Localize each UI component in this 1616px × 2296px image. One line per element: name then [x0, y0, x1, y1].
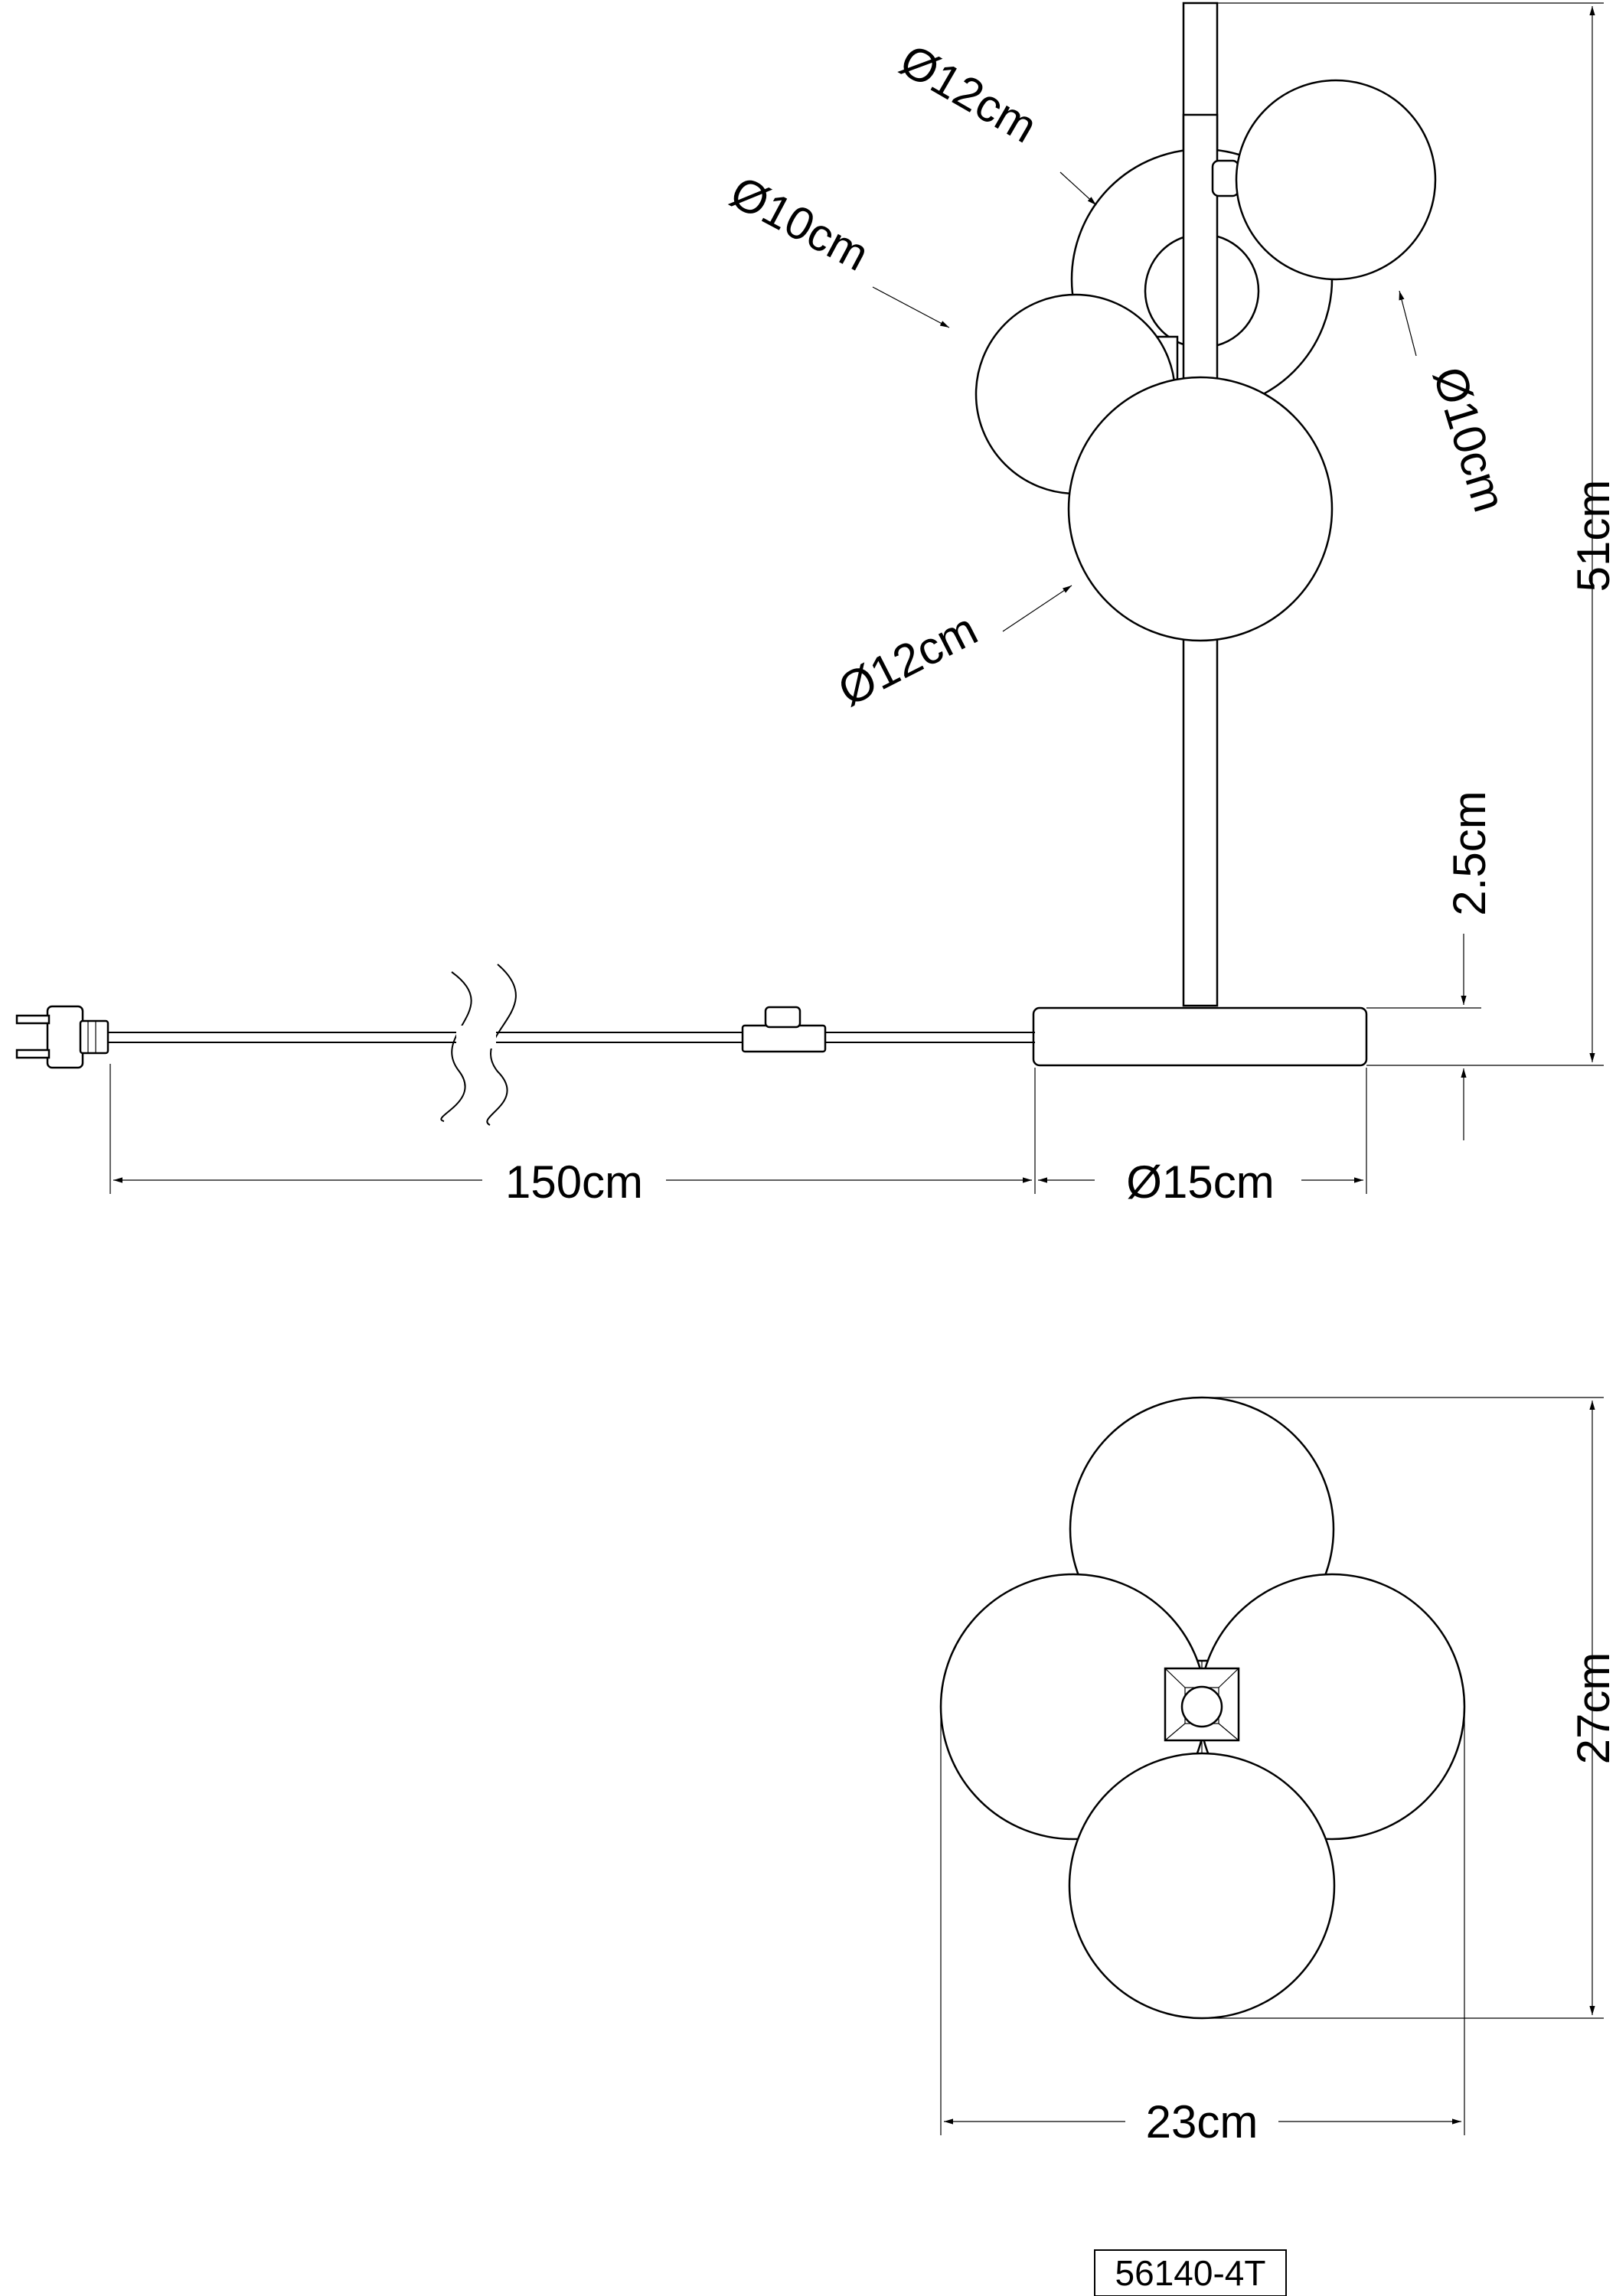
plug-strain-relief	[79, 1019, 109, 1055]
dim-height-total: 51cm	[1568, 480, 1616, 592]
cable-break-mark-2	[486, 964, 517, 1126]
power-plug	[46, 1005, 84, 1069]
product-code: 56140-4T	[1115, 2253, 1266, 2293]
dim-base-diameter: Ø15cm	[1126, 1156, 1274, 1208]
plug-pin-top	[15, 1014, 51, 1025]
dim-globe-front: Ø12cm	[830, 603, 985, 716]
top-view-pole-cap	[1180, 1685, 1223, 1728]
cable-break-mark	[440, 971, 472, 1122]
top-view: 27cm 23cm	[939, 1396, 1616, 2148]
plug-pin-bottom	[15, 1049, 51, 1059]
dim-globe-back: Ø12cm	[892, 34, 1046, 153]
leader-globe-front	[1002, 585, 1072, 632]
globe-top-right	[1235, 79, 1437, 281]
dim-base-height: 2.5cm	[1444, 791, 1495, 915]
lamp-base	[1032, 1006, 1368, 1067]
dim-top-depth: 27cm	[1568, 1652, 1616, 1765]
globe-holder-top-right	[1211, 159, 1240, 197]
cable-switch-rocker	[764, 1006, 801, 1029]
dim-globe-top-right: Ø10cm	[1423, 361, 1516, 518]
leader-globe-left	[872, 286, 950, 328]
leader-globe-back	[1059, 171, 1097, 206]
dim-top-width: 23cm	[1146, 2096, 1259, 2148]
dim-globe-left: Ø10cm	[723, 166, 877, 281]
dim-cable-length: 150cm	[505, 1156, 643, 1208]
product-code-box: 56140-4T	[1094, 2249, 1287, 2296]
top-globe-lower	[1068, 1752, 1336, 2020]
leader-globe-top-right	[1399, 290, 1417, 357]
cable-switch	[741, 1024, 827, 1053]
side-view: 51cm 2.5cm 150cm Ø15cm Ø12cm Ø10cm Ø10cm…	[15, 2, 1616, 1208]
globe-front	[1067, 376, 1334, 642]
